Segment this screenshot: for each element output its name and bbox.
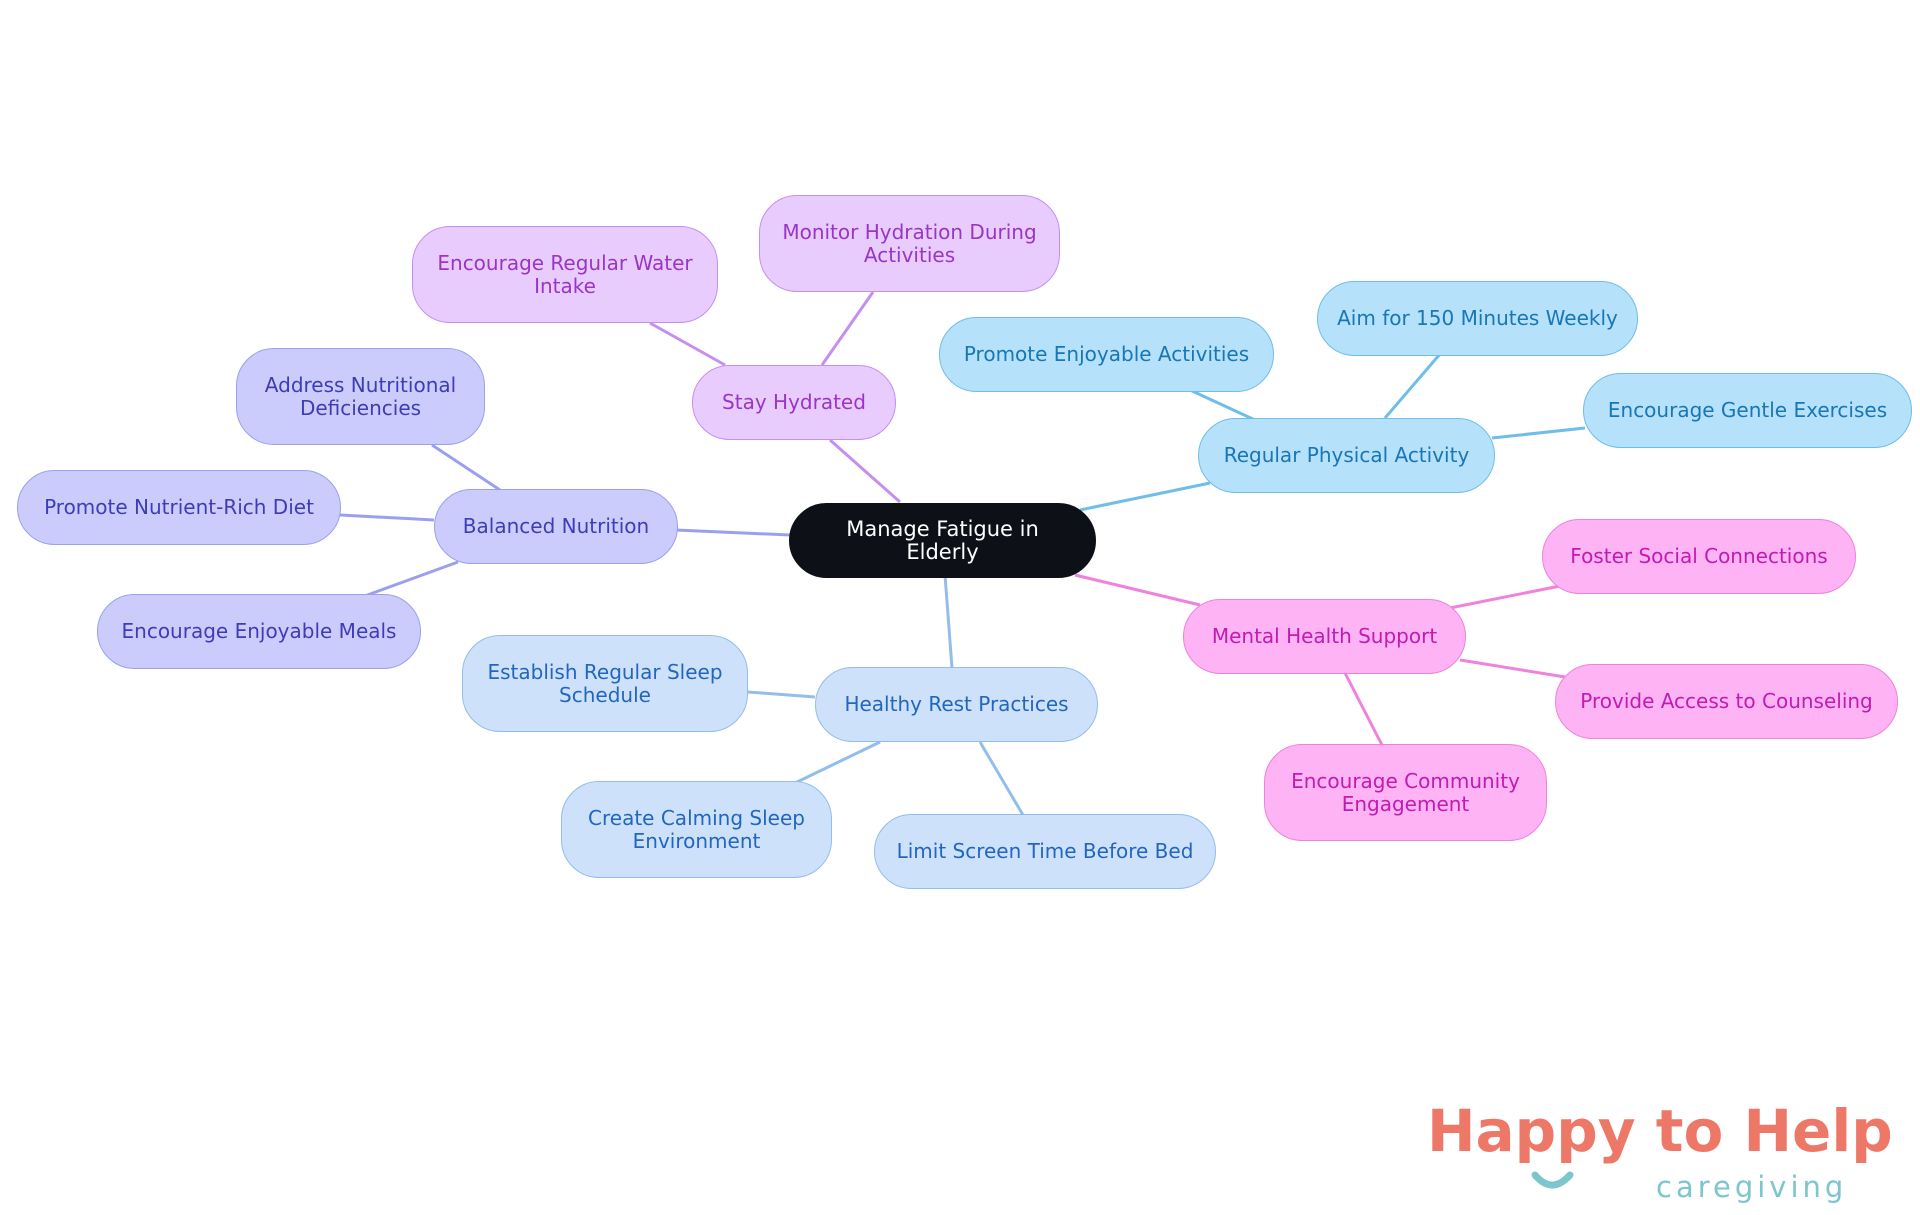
happy-to-help-logo: Happy to Help caregiving	[1427, 1105, 1890, 1204]
edge-root-rest	[943, 574, 954, 669]
edge-rest-screen	[978, 741, 1025, 816]
leaf-community-engagement[interactable]: Encourage Community Engagement	[1264, 744, 1547, 841]
root-node[interactable]: Manage Fatigue in Elderly	[789, 503, 1096, 578]
edge-rest-calming	[794, 740, 881, 785]
edge-activity-gentle	[1491, 426, 1586, 440]
leaf-regular-sleep-schedule[interactable]: Establish Regular Sleep Schedule	[462, 635, 748, 732]
branch-balanced-nutrition[interactable]: Balanced Nutrition	[434, 489, 678, 564]
leaf-label: Aim for 150 Minutes Weekly	[1337, 306, 1618, 330]
edge-nutrition-deficiencies	[431, 443, 501, 492]
leaf-gentle-exercises[interactable]: Encourage Gentle Exercises	[1583, 373, 1912, 448]
branch-label: Mental Health Support	[1211, 624, 1438, 648]
edge-activity-enjoyable	[1189, 388, 1256, 422]
branch-label: Balanced Nutrition	[462, 514, 650, 538]
leaf-aim-150-minutes[interactable]: Aim for 150 Minutes Weekly	[1317, 281, 1638, 356]
leaf-label: Foster Social Connections	[1570, 544, 1828, 568]
branch-stay-hydrated[interactable]: Stay Hydrated	[692, 365, 896, 440]
branch-healthy-rest[interactable]: Healthy Rest Practices	[815, 667, 1098, 742]
edge-root-hydration	[829, 438, 901, 504]
leaf-nutritional-deficiencies[interactable]: Address Nutritional Deficiencies	[236, 348, 485, 445]
edge-hydration-monitor	[820, 291, 875, 366]
edge-activity-150	[1383, 353, 1442, 419]
leaf-monitor-hydration[interactable]: Monitor Hydration During Activities	[759, 195, 1060, 292]
branch-label: Regular Physical Activity	[1223, 443, 1470, 467]
leaf-label: Encourage Regular Water Intake	[437, 250, 693, 298]
branch-label: Stay Hydrated	[722, 390, 866, 414]
branch-mental-health[interactable]: Mental Health Support	[1183, 599, 1466, 674]
leaf-label: Encourage Enjoyable Meals	[121, 619, 397, 643]
leaf-label: Limit Screen Time Before Bed	[896, 839, 1194, 863]
edge-nutrition-meals	[361, 560, 459, 599]
leaf-label: Establish Regular Sleep Schedule	[487, 659, 723, 707]
edge-nutrition-diet	[339, 513, 435, 522]
leaf-calming-sleep-environment[interactable]: Create Calming Sleep Environment	[561, 781, 832, 878]
leaf-encourage-water-intake[interactable]: Encourage Regular Water Intake	[412, 226, 718, 323]
edge-root-activity	[1079, 481, 1211, 512]
leaf-label: Monitor Hydration During Activities	[782, 219, 1037, 267]
leaf-label: Encourage Gentle Exercises	[1607, 398, 1888, 422]
leaf-label: Encourage Community Engagement	[1291, 768, 1520, 816]
branch-physical-activity[interactable]: Regular Physical Activity	[1198, 418, 1495, 493]
leaf-label: Address Nutritional Deficiencies	[264, 372, 457, 420]
edge-hydration-water	[649, 321, 726, 367]
leaf-nutrient-rich-diet[interactable]: Promote Nutrient-Rich Diet	[17, 470, 341, 545]
leaf-social-connections[interactable]: Foster Social Connections	[1542, 519, 1856, 594]
edge-mental-social	[1449, 584, 1561, 610]
leaf-label: Create Calming Sleep Environment	[588, 805, 805, 853]
edge-rest-schedule	[747, 690, 816, 699]
edge-root-nutrition	[675, 528, 791, 537]
edge-mental-community	[1343, 672, 1384, 746]
root-label: Manage Fatigue in Elderly	[846, 516, 1039, 564]
logo-title: Happy to Help	[1427, 1105, 1890, 1165]
leaf-limit-screen-time[interactable]: Limit Screen Time Before Bed	[874, 814, 1216, 889]
leaf-access-counseling[interactable]: Provide Access to Counseling	[1555, 664, 1898, 739]
leaf-promote-enjoyable-activities[interactable]: Promote Enjoyable Activities	[939, 317, 1274, 392]
smile-icon	[1531, 1171, 1574, 1189]
branch-label: Healthy Rest Practices	[844, 692, 1069, 716]
leaf-label: Promote Nutrient-Rich Diet	[44, 495, 314, 519]
leaf-label: Provide Access to Counseling	[1580, 689, 1873, 713]
edge-root-mental	[1074, 573, 1201, 607]
edge-mental-counseling	[1459, 658, 1566, 679]
logo-subtitle: caregiving	[1656, 1170, 1847, 1204]
leaf-label: Promote Enjoyable Activities	[963, 342, 1250, 366]
leaf-enjoyable-meals[interactable]: Encourage Enjoyable Meals	[97, 594, 421, 669]
